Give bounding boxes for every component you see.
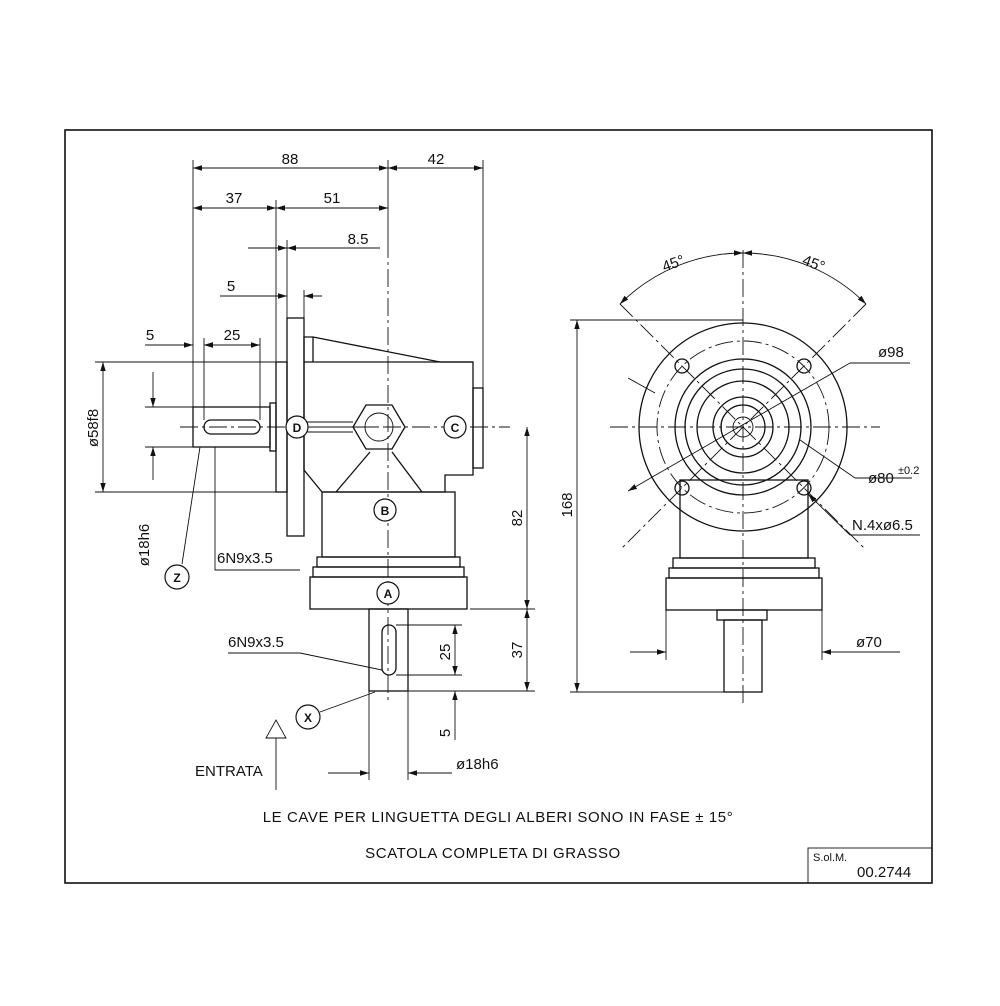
mount-hole-br [796,480,812,496]
label-b: B [381,504,390,518]
mount-hole-tl [674,358,690,374]
callout-labels: D C B A X Z [164,415,467,730]
holes-label: N.4xø6.5 [852,517,913,534]
dim-80: ø80 [868,470,894,487]
mount-hole-tr [796,358,812,374]
entrata-arrow: ENTRATA [195,719,287,790]
housing-body [303,336,474,493]
dim-18h6-left: ø18h6 [136,524,153,567]
keyway-bottom [381,624,397,676]
dim-168: 168 [559,492,576,517]
dim-37-right: 37 [509,642,526,659]
title-block: S.ol.M. 00.2744 [807,847,933,884]
dim-70: ø70 [856,634,882,651]
dim-8-5: 8.5 [348,231,369,248]
dim-88: 88 [282,151,299,168]
front-base-flange [665,577,823,611]
dim-18h6-bottom: ø18h6 [456,756,499,773]
dim-80-tol: ±0.2 [898,465,919,477]
dim-5-bottom: 5 [437,729,454,737]
note-line-1: LE CAVE PER LINGUETTA DEGLI ALBERI SONO … [263,809,734,826]
top-dimensions: 88 42 37 51 8.5 5 [192,151,484,407]
note-line-2: SCATOLA COMPLETA DI GRASSO [365,845,621,862]
left-dimensions: 5 25 ø58f8 ø18h6 6N9x3.5 [85,327,300,571]
label-x: X [304,711,312,725]
dim-5-shaft: 5 [146,327,154,344]
front-dimensions: 45° 45° ø98 ø80 ±0.2 N.4xø6.5 168 ø70 [559,250,920,693]
dim-42: 42 [428,151,445,168]
title-block-label: S.ol.M. [813,852,847,864]
entrata-label: ENTRATA [195,763,263,780]
label-c: C [451,421,460,435]
dim-98: ø98 [878,344,904,361]
label-d: D [293,421,302,435]
front-view [610,250,880,705]
dim-37-top: 37 [226,190,243,207]
label-z: Z [173,571,180,585]
drawing-number: 00.2744 [857,864,911,881]
mount-hole-bl [674,480,690,496]
dim-82: 82 [509,510,526,527]
dim-25-bottom: 25 [437,644,454,661]
output-shaft-bottom [368,608,409,692]
label-a: A [384,587,393,601]
key-left-label: 6N9x3.5 [217,550,273,567]
dim-51: 51 [324,190,341,207]
side-view [180,240,510,700]
key-bottom-label: 6N9x3.5 [228,634,284,651]
boss-c [472,387,484,469]
drawing-frame [64,129,933,884]
vertical-dimensions: 82 37 25 5 ø18h6 6N9x3.5 [228,427,535,780]
dim-58f8: ø58f8 [85,409,102,447]
dim-25-shaft: 25 [224,327,241,344]
angle-left: 45° [660,252,687,276]
dim-5-flange: 5 [227,278,235,295]
angle-right: 45° [800,252,827,276]
